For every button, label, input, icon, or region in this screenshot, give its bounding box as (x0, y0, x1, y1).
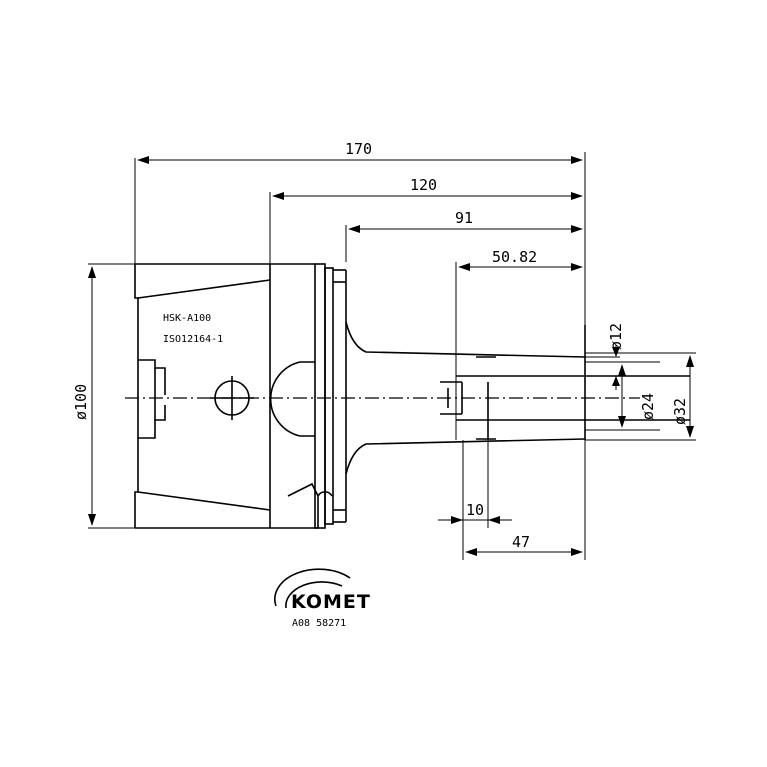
dim-shank-length: 50.82 (455, 248, 583, 440)
dim-ring-width: 10 (438, 440, 512, 560)
holder-body (134, 263, 318, 529)
dim-small-diameter: ø12 (585, 323, 625, 390)
dim-body-diameter: ø100 (72, 263, 135, 529)
spec-note-line1: HSK-A100 (163, 313, 211, 324)
dim-bore-diameter-label: ø24 (639, 393, 657, 420)
dim-shank-diameter-label: ø32 (671, 398, 689, 425)
dim-small-diameter-label: ø12 (607, 323, 625, 350)
shank (345, 321, 690, 528)
logo-brand: KOMET (291, 591, 371, 613)
dim-overall-length: 170 (134, 140, 586, 325)
dim-bore-diameter: ø24 (585, 361, 660, 431)
dim-taper-length-label: 47 (512, 533, 530, 551)
komet-logo: KOMET A08 58271 (274, 568, 371, 629)
flange (269, 263, 347, 529)
dim-ring-width-label: 10 (466, 501, 484, 519)
spec-note-line2: ISO12164-1 (163, 334, 223, 345)
logo-article-number: A08 58271 (292, 618, 346, 629)
spec-note: HSK-A100 ISO12164-1 (163, 313, 223, 345)
dim-overall-length-label: 170 (345, 140, 372, 158)
dim-shank-length-label: 50.82 (492, 248, 537, 266)
dim-body-length: 120 (269, 176, 583, 265)
dim-body-length-label: 120 (410, 176, 437, 194)
dim-flange-to-end: 91 (345, 209, 583, 262)
dim-shank-diameter: ø32 (585, 352, 696, 441)
dim-flange-to-end-label: 91 (455, 209, 473, 227)
dim-taper-length: 47 (465, 440, 586, 560)
dim-body-diameter-label: ø100 (72, 384, 90, 420)
